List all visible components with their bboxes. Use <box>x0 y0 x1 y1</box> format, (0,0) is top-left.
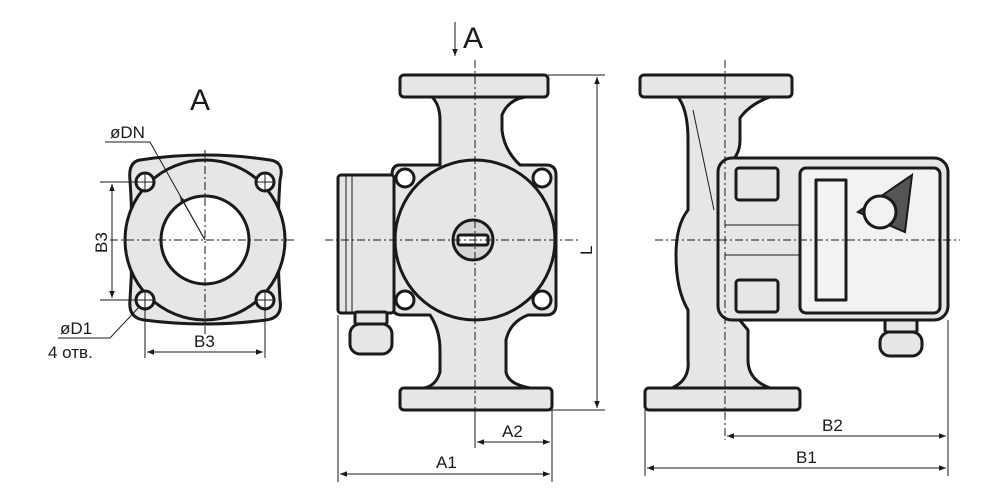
b3-vertical-label: B3 <box>92 232 111 253</box>
brand-logo-icon <box>855 172 914 234</box>
bolt-holes <box>134 171 276 311</box>
holes-label: 4 отв. <box>48 343 93 362</box>
fin-bottom <box>734 278 780 314</box>
d1-label: øD1 <box>60 319 92 338</box>
dn-label: øDN <box>110 123 145 142</box>
a2-label: A2 <box>502 422 523 441</box>
arrow-a-label: A <box>463 22 483 55</box>
housing-bolts <box>394 167 553 311</box>
top-flange <box>398 73 550 99</box>
b1-label: B1 <box>796 448 817 467</box>
d1-leader <box>58 305 141 339</box>
side-view <box>638 60 960 476</box>
b2-label: B2 <box>822 416 843 435</box>
side-top-flange <box>638 73 794 99</box>
cable-gland-side <box>883 318 919 334</box>
fin-top <box>734 166 780 202</box>
a1-label: A1 <box>436 453 457 472</box>
cable-gland-front <box>353 310 389 326</box>
b3-horizontal-label: B3 <box>194 332 215 351</box>
l-label: L <box>577 246 596 255</box>
section-a-title: A <box>190 84 210 117</box>
side-bottom-flange <box>643 386 802 412</box>
flange-view-a <box>58 141 295 358</box>
front-view <box>325 22 605 482</box>
bottom-flange <box>398 386 554 412</box>
